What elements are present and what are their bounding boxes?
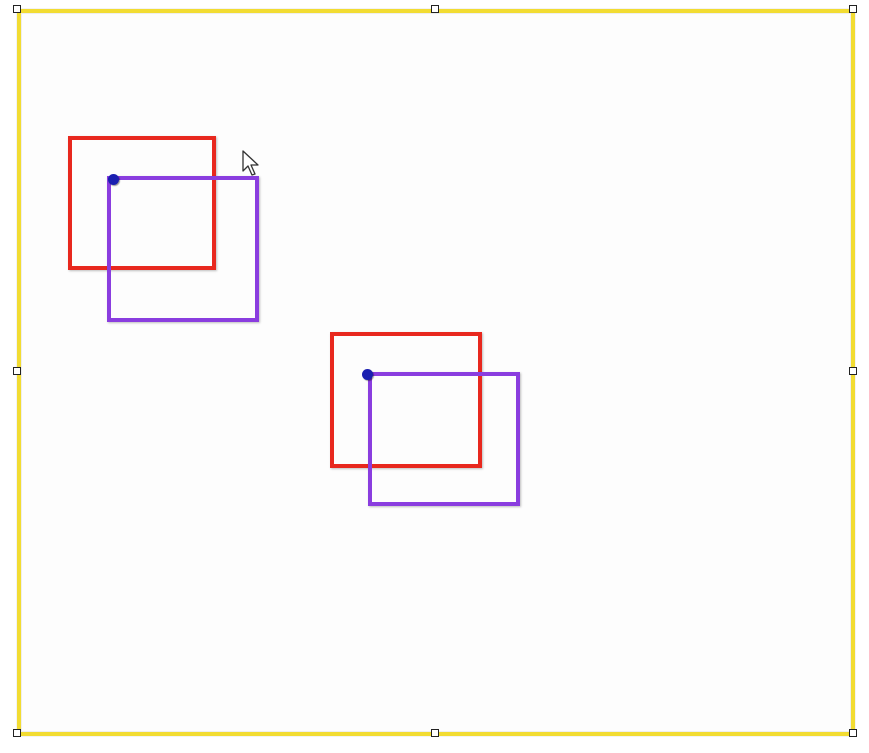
red-rectangle-2[interactable] xyxy=(330,332,482,468)
resize-handle-bottom-right[interactable] xyxy=(849,729,857,737)
purple-rectangle-1[interactable] xyxy=(107,176,259,322)
resize-handle-bottom-left[interactable] xyxy=(13,729,21,737)
resize-handle-top-center[interactable] xyxy=(431,5,439,13)
resize-handle-top-left[interactable] xyxy=(13,5,21,13)
purple-rectangle-2[interactable] xyxy=(368,372,520,506)
resize-handle-bottom-center[interactable] xyxy=(431,729,439,737)
resize-handle-top-right[interactable] xyxy=(849,5,857,13)
resize-handle-middle-right[interactable] xyxy=(849,367,857,375)
mouse-pointer-icon xyxy=(242,150,259,176)
resize-handle-middle-left[interactable] xyxy=(13,367,21,375)
anchor-point-2[interactable] xyxy=(362,369,373,380)
red-rectangle-1[interactable] xyxy=(68,136,216,270)
anchor-point-1[interactable] xyxy=(108,174,119,185)
